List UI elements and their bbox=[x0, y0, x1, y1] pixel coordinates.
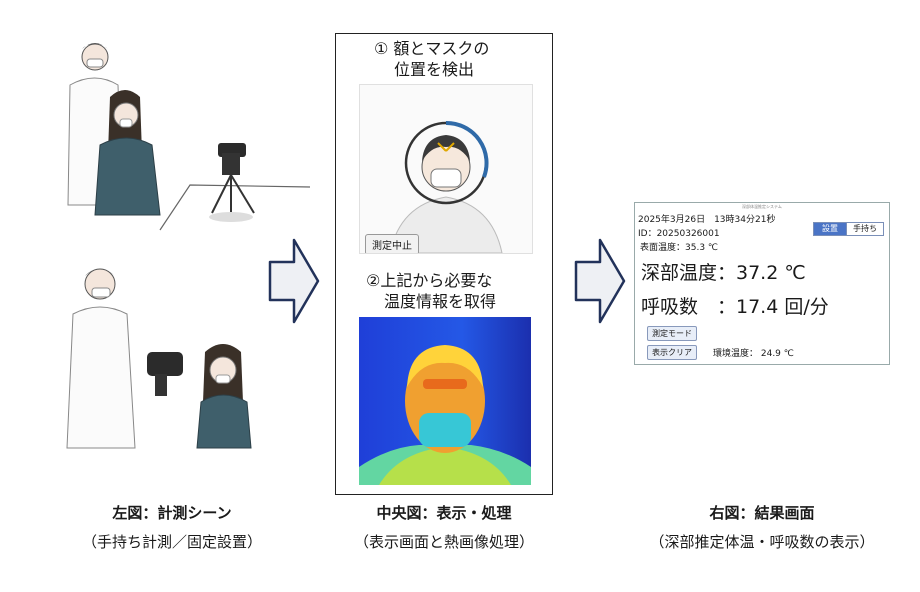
right-caption: 右図：結果画面 （深部推定体温・呼吸数の表示） bbox=[627, 502, 897, 552]
id-text: ID：20250326001 bbox=[638, 229, 720, 239]
center-caption: 中央図：表示・処理 （表示画面と熱画像処理） bbox=[324, 502, 564, 552]
tab-fixed[interactable]: 設置 bbox=[813, 222, 847, 236]
mode-button[interactable]: 測定モード bbox=[647, 326, 697, 341]
env-temp-text: 環境温度： 24.9 ℃ bbox=[713, 349, 794, 359]
face-detection-screen: 測定中止 bbox=[359, 84, 533, 254]
center-caption-title: 中央図：表示・処理 bbox=[376, 504, 512, 522]
result-screen-window: 深部体温推定システム 2025年3月26日 13時34分21秒 ID：20250… bbox=[634, 202, 890, 365]
core-temp-text: 深部温度：37.2 ℃ bbox=[641, 262, 806, 284]
stop-measurement-button[interactable]: 測定中止 bbox=[365, 234, 419, 253]
left-caption: 左図：計測シーン （手持ち計測／固定設置） bbox=[52, 502, 292, 552]
thermal-graphic bbox=[359, 317, 531, 485]
right-arrow-icon bbox=[268, 238, 320, 324]
center-display-panel: ① 額とマスクの 位置を検出 測定中止 ②上記から必要な 温度情報を取得 bbox=[335, 33, 553, 495]
left-caption-title: 左図：計測シーン bbox=[112, 504, 232, 522]
face-detection-graphic bbox=[389, 120, 503, 253]
right-caption-subtitle: （深部推定体温・呼吸数の表示） bbox=[649, 533, 875, 551]
right-arrow-icon bbox=[574, 238, 626, 324]
thermal-image bbox=[359, 317, 531, 485]
resp-rate-text: 呼吸数 ：17.4 回/分 bbox=[641, 296, 829, 318]
clear-button[interactable]: 表示クリア bbox=[647, 345, 697, 360]
center-caption-subtitle: （表示画面と熱画像処理） bbox=[353, 533, 534, 551]
left-caption-subtitle: （手持ち計測／固定設置） bbox=[81, 533, 262, 551]
datetime-text: 2025年3月26日 13時34分21秒 bbox=[638, 215, 776, 225]
handheld-scene-illustration bbox=[66, 268, 252, 449]
fixed-setup-illustration bbox=[67, 43, 310, 231]
surface-temp-text: 表面温度：35.3 ℃ bbox=[640, 243, 719, 253]
window-title: 深部体温推定システム bbox=[742, 204, 782, 209]
tab-handheld[interactable]: 手持ち bbox=[846, 222, 884, 236]
step1-label: ① 額とマスクの 位置を検出 bbox=[374, 39, 490, 79]
right-caption-title: 右図：結果画面 bbox=[709, 504, 815, 522]
step2-label: ②上記から必要な 温度情報を取得 bbox=[366, 271, 497, 311]
